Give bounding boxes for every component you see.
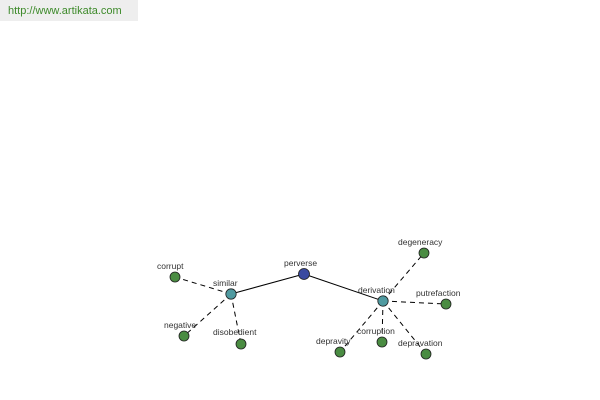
node-label-similar[interactable]: similar xyxy=(213,278,238,288)
node-label-corrupt[interactable]: corrupt xyxy=(157,261,184,271)
node-label-putrefaction[interactable]: putrefaction xyxy=(416,288,461,298)
edge-derivation-putrefaction xyxy=(382,300,447,305)
node-perverse[interactable] xyxy=(298,268,310,280)
node-label-negative[interactable]: negative xyxy=(164,320,196,330)
node-depravity[interactable] xyxy=(334,346,346,358)
node-label-corruption[interactable]: corruption xyxy=(357,326,395,336)
node-label-disobedient[interactable]: disobedient xyxy=(213,327,257,337)
edge-derivation-degeneracy xyxy=(382,252,425,302)
edge-derivation-corruption xyxy=(381,300,384,343)
node-similar[interactable] xyxy=(225,288,237,300)
edge-similar-negative xyxy=(183,293,232,337)
node-label-depravation[interactable]: depravation xyxy=(398,338,443,348)
edge-derivation-depravity xyxy=(339,300,384,353)
edge-perverse-derivation xyxy=(303,273,384,302)
node-corruption[interactable] xyxy=(376,336,388,348)
node-negative[interactable] xyxy=(178,330,190,342)
node-depravation[interactable] xyxy=(420,348,432,360)
node-label-depravity[interactable]: depravity xyxy=(316,336,351,346)
node-corrupt[interactable] xyxy=(169,271,181,283)
node-label-degeneracy[interactable]: degeneracy xyxy=(398,237,443,247)
node-putrefaction[interactable] xyxy=(440,298,452,310)
source-bar: http://www.artikata.com xyxy=(0,0,138,21)
edge-perverse-similar xyxy=(230,273,305,295)
node-disobedient[interactable] xyxy=(235,338,247,350)
node-label-perverse[interactable]: perverse xyxy=(284,258,317,268)
source-url-link[interactable]: http://www.artikata.com xyxy=(8,5,122,17)
node-derivation[interactable] xyxy=(377,295,389,307)
node-label-derivation[interactable]: derivation xyxy=(358,285,395,295)
graph-labels: perverse similar derivation corrupt negative… xyxy=(157,237,461,348)
edge-derivation-depravation xyxy=(382,300,427,355)
graph-edges xyxy=(174,252,447,355)
graph-nodes xyxy=(169,247,452,360)
node-degeneracy[interactable] xyxy=(418,247,430,259)
edge-similar-corrupt xyxy=(174,276,232,295)
